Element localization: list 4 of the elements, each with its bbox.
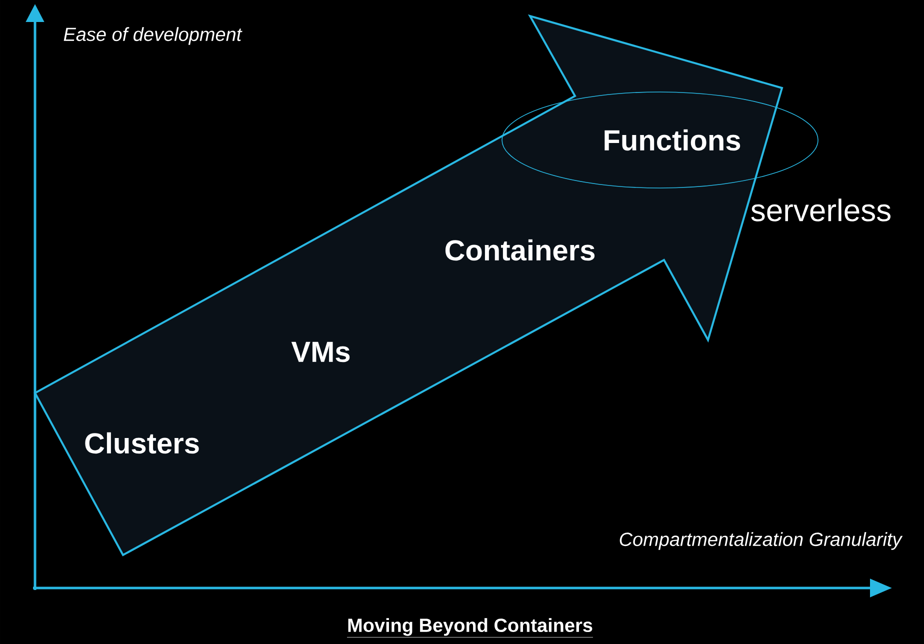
axis-label: Ease of development bbox=[64, 27, 242, 45]
title: Moving Beyond Containers bbox=[346, 618, 594, 638]
axis-label: Compartmentalization Granularity bbox=[620, 532, 903, 550]
side-label: serverless bbox=[751, 198, 890, 222]
